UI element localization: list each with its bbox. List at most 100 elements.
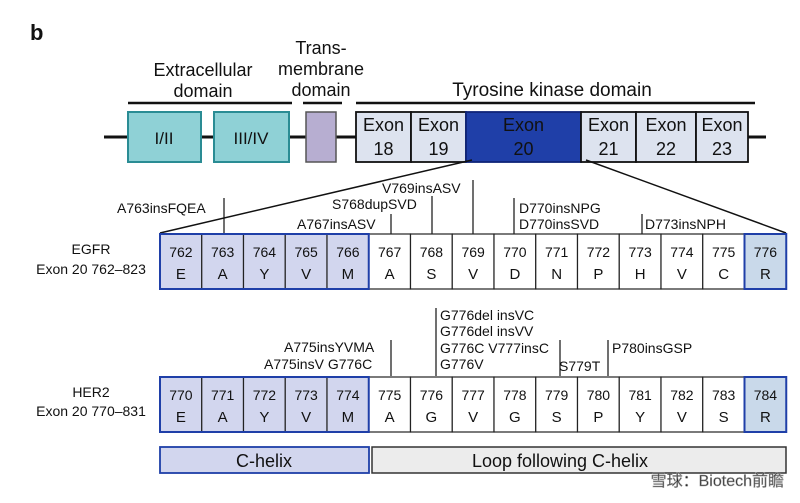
her2-residue-aa: G <box>509 409 521 426</box>
egfr-residue-position: 767 <box>378 244 402 260</box>
egfr-residue-aa: H <box>635 266 646 283</box>
c-helix-label: C-helix <box>236 451 292 471</box>
egfr-mutation-label: A767insASV <box>297 216 376 232</box>
egfr-residue-aa: C <box>718 266 729 283</box>
her2-mutation-label: A775insYVMA <box>284 339 375 355</box>
egfr-residue-row: 762E763A764Y765V766M767A768S769V770D771N… <box>159 233 788 290</box>
egfr-residue-position: 775 <box>712 244 736 260</box>
her2-residue-aa: A <box>385 409 395 426</box>
exon-number: 18 <box>373 139 393 159</box>
egfr-residue-aa: S <box>426 266 436 283</box>
egfr-mutation-label: V769insASV <box>382 180 461 196</box>
egfr-residue-aa: A <box>218 266 228 283</box>
her2-residue-aa: V <box>468 409 478 426</box>
her2-residue-aa: S <box>719 409 729 426</box>
panel-label: b <box>30 20 43 45</box>
exon-word: Exon <box>503 115 544 135</box>
her2-residue-aa: Y <box>635 409 645 426</box>
her2-residue-position: 780 <box>587 387 611 403</box>
egfr-residue-position: 763 <box>211 244 235 260</box>
egfr-residue-box <box>618 233 662 290</box>
egfr-mutation-label: S768dupSVD <box>332 196 417 212</box>
her2-residue-row: 770E771A772Y773V774M775A776G777V778G779S… <box>159 376 788 433</box>
egfr-residue-position: 766 <box>336 244 360 260</box>
extracellular-label-2: domain <box>173 81 232 101</box>
egfr-residue-position: 774 <box>670 244 694 260</box>
exon-box <box>355 111 412 163</box>
egfr-residue-position: 770 <box>503 244 527 260</box>
egfr-residue-position: 772 <box>587 244 611 260</box>
transmembrane-label-2: membrane <box>278 59 364 79</box>
her2-residue-aa: P <box>593 409 603 426</box>
egfr-residue-aa: Y <box>259 266 269 283</box>
egfr-residue-position: 768 <box>420 244 444 260</box>
egfr-residue-aa: R <box>760 266 771 283</box>
exon-word: Exon <box>363 115 404 135</box>
loop-label: Loop following C-helix <box>472 451 648 471</box>
her2-residue-position: 779 <box>545 387 569 403</box>
her2-mutation-label: A775insV G776C <box>264 356 372 372</box>
egfr-mutation-labels: A763insFQEA A767insASV S768dupSVD V769in… <box>117 180 726 234</box>
her2-residue-position: 781 <box>628 387 652 403</box>
exon-number: 23 <box>712 139 732 159</box>
c-helix-bar <box>159 446 370 474</box>
egfr-mutation-label: A763insFQEA <box>117 200 206 216</box>
her2-residue-aa: A <box>218 409 228 426</box>
egfr-residue-position: 773 <box>628 244 652 260</box>
domain-iii-iv-label: III/IV <box>234 129 270 148</box>
egfr-residue-box <box>660 233 704 290</box>
her2-residue-box <box>242 376 286 433</box>
her2-residue-box <box>702 376 746 433</box>
her2-mutation-label: S779T <box>559 358 601 374</box>
egfr-residue-box <box>201 233 245 290</box>
her2-residue-box <box>451 376 495 433</box>
her2-residue-box <box>284 376 328 433</box>
her2-residue-position: 776 <box>420 387 444 403</box>
egfr-residue-box <box>493 233 537 290</box>
egfr-residue-position: 762 <box>169 244 193 260</box>
exon-box <box>580 111 637 163</box>
transmembrane-box <box>305 111 337 163</box>
zoom-line-left <box>159 159 473 234</box>
exon-word: Exon <box>701 115 742 135</box>
egfr-residue-box <box>368 233 412 290</box>
her2-residue-box <box>201 376 245 433</box>
egfr-residue-box <box>451 233 495 290</box>
egfr-residue-aa: D <box>509 266 520 283</box>
egfr-residue-aa: A <box>385 266 395 283</box>
her2-helix-outline <box>159 376 370 433</box>
egfr-residue-aa: V <box>301 266 311 283</box>
egfr-residue-aa: P <box>593 266 603 283</box>
her2-residue-box <box>326 376 370 433</box>
watermark: 雪球：Biotech前瞻 <box>651 472 784 490</box>
exon-number: 22 <box>656 139 676 159</box>
egfr-residue-aa: V <box>468 266 478 283</box>
her2-residue-box <box>535 376 579 433</box>
her2-mutation-label: G776del insVC <box>440 307 534 323</box>
her2-residue-box <box>660 376 704 433</box>
her2-residue-aa: G <box>426 409 438 426</box>
domain-iii-iv-box <box>213 111 290 163</box>
her2-mutation-label: P780insGSP <box>612 340 692 356</box>
egfr-residue-aa: V <box>677 266 687 283</box>
transmembrane-label-1: Trans- <box>295 38 346 58</box>
transmembrane-label-3: domain <box>291 80 350 100</box>
domain-i-ii-label: I/II <box>155 129 174 148</box>
exon-word: Exon <box>418 115 459 135</box>
her2-residue-position: 770 <box>169 387 193 403</box>
her2-residue-position: 783 <box>712 387 736 403</box>
egfr-residue-aa: E <box>176 266 186 283</box>
loop-bar <box>371 446 787 474</box>
her2-row-label-1: HER2 <box>72 384 110 400</box>
her2-mutation-label: G776C V777insC <box>440 340 549 356</box>
exon-number: 20 <box>513 139 533 159</box>
zoom-line-right <box>585 159 787 234</box>
egfr-residue-position: 769 <box>461 244 485 260</box>
her2-residue-box <box>618 376 662 433</box>
her2-residue-position: 778 <box>503 387 527 403</box>
her2-residue-aa: S <box>552 409 562 426</box>
exon-number: 21 <box>598 139 618 159</box>
egfr-residue-position: 776 <box>754 244 778 260</box>
extracellular-label-1: Extracellular <box>153 60 252 80</box>
